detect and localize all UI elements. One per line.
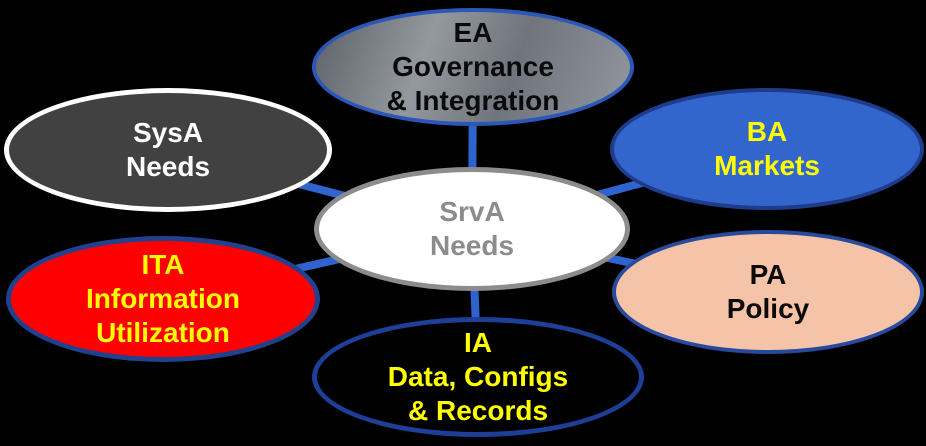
node-ia-data-configs-records: IA Data, Configs & Records xyxy=(312,317,644,437)
node-label-line: Markets xyxy=(714,150,820,181)
node-label-line: Needs xyxy=(429,230,515,261)
node-label-line: PA xyxy=(749,258,787,290)
node-label-line: BA xyxy=(746,115,788,147)
node-ea-governance-integration: EA Governance & Integration xyxy=(312,8,634,126)
node-pa-policy: PA Policy xyxy=(612,230,924,354)
node-label-line: Data, Configs xyxy=(387,360,569,392)
node-label-line: Governance xyxy=(392,50,554,82)
node-label-line: & Records xyxy=(407,395,549,427)
node-label-line: Policy xyxy=(726,293,810,324)
node-label-line: Information xyxy=(86,282,240,314)
node-sysa-needs: SysA Needs xyxy=(4,88,332,212)
node-label-line: Needs xyxy=(125,151,211,182)
node-label-line: SysA xyxy=(132,116,204,148)
node-label-line: IA xyxy=(464,326,492,358)
node-label-line: EA xyxy=(453,16,493,48)
node-ita-information-utilization: ITA Information Utilization xyxy=(6,236,320,362)
node-label-line: Utilization xyxy=(96,317,230,349)
node-label-line: & Integration xyxy=(386,85,560,117)
node-ba-markets: BA Markets xyxy=(610,88,924,210)
node-label-line: ITA xyxy=(141,248,185,280)
node-srva-needs-center: SrvA Needs xyxy=(314,167,630,291)
node-label-line: SrvA xyxy=(439,195,505,227)
